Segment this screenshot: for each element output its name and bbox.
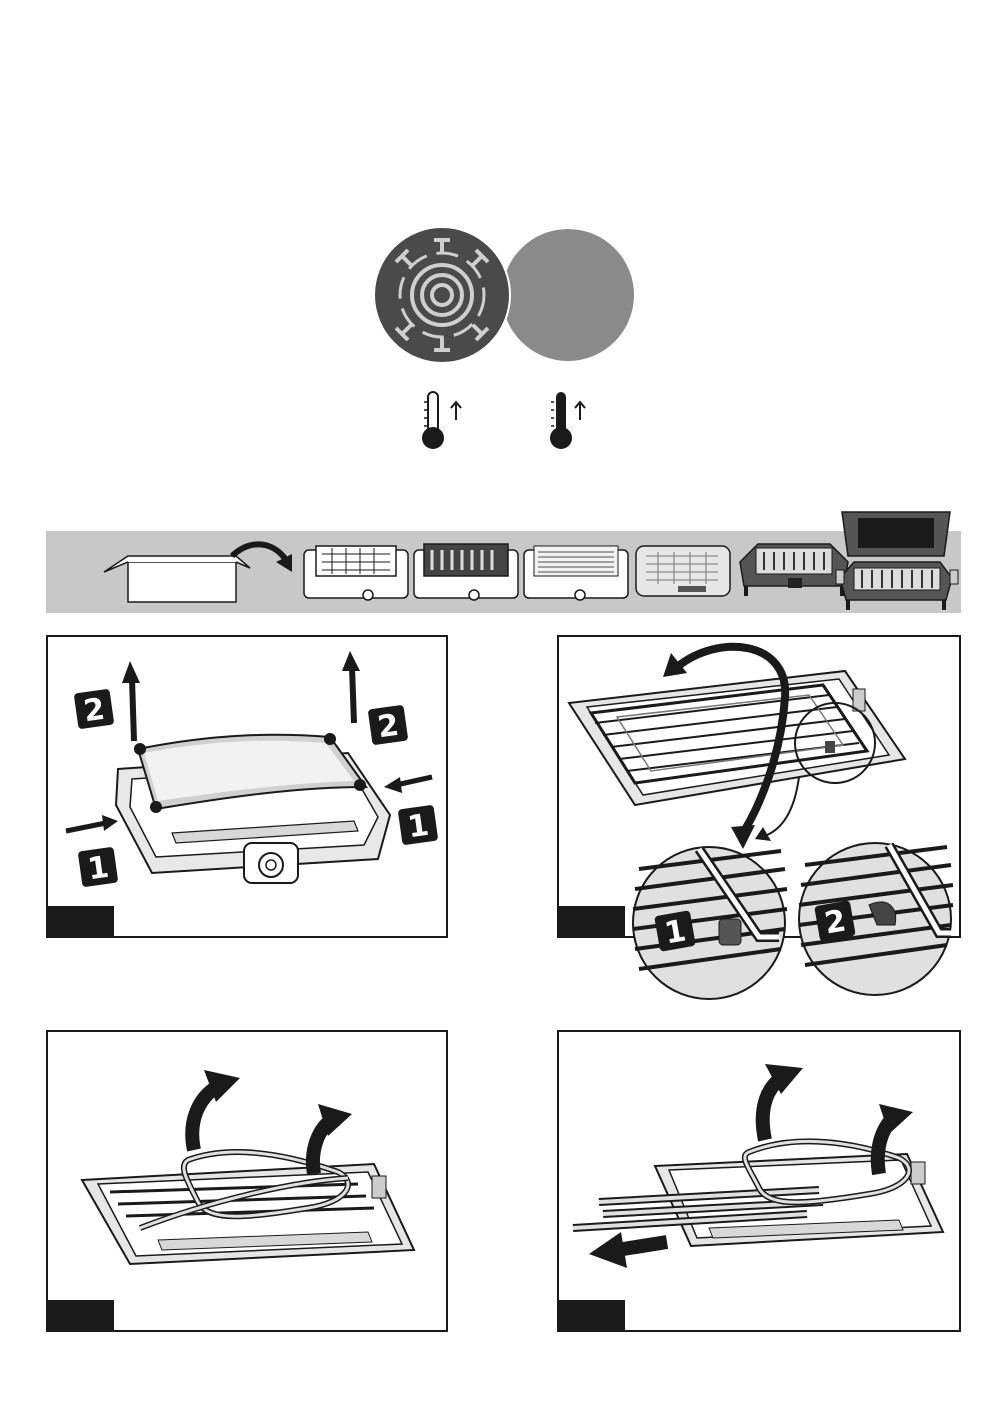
step-tab-4 bbox=[559, 1300, 625, 1330]
step-panel-1: 2 2 1 1 bbox=[46, 635, 448, 938]
thermometer-full-rising-icon bbox=[550, 392, 585, 449]
thermometer-rising-icon bbox=[422, 392, 461, 449]
grill-model-6 bbox=[836, 512, 958, 610]
step-panel-2: 1 2 bbox=[557, 635, 961, 938]
grill-model-5 bbox=[740, 544, 848, 596]
step-badge-2-right: 2 bbox=[368, 705, 409, 747]
panel-4-illustration bbox=[559, 1032, 963, 1334]
zoom-detail-1: 1 bbox=[633, 847, 787, 999]
panel-2-illustration: 1 2 bbox=[559, 637, 963, 1017]
step-tab-2 bbox=[559, 906, 625, 936]
plain-disc-icon bbox=[502, 229, 634, 361]
heating-element-icon bbox=[374, 227, 510, 363]
panel-3-illustration bbox=[48, 1032, 450, 1334]
models-strip-graphics bbox=[46, 500, 961, 615]
open-box-icon bbox=[104, 556, 250, 602]
step-tab-1 bbox=[48, 906, 114, 936]
step-panel-4 bbox=[557, 1030, 961, 1332]
grill-model-1 bbox=[304, 546, 408, 600]
lift-arrow-icon bbox=[122, 651, 360, 741]
zoom-detail-2: 2 bbox=[799, 843, 953, 995]
step-panel-3 bbox=[46, 1030, 448, 1332]
grill-model-4 bbox=[636, 546, 730, 596]
grill-model-3 bbox=[524, 546, 628, 600]
step-tab-3 bbox=[48, 1300, 114, 1330]
curved-arrow-right-icon bbox=[232, 544, 292, 572]
panel-1-illustration: 2 2 1 1 bbox=[48, 637, 450, 940]
heating-indicator-graphic bbox=[360, 220, 660, 460]
pull-arrow-icon bbox=[589, 1232, 667, 1268]
step-badge-1-right: 1 bbox=[398, 805, 439, 847]
lift-arrow-icon bbox=[192, 1070, 352, 1174]
step-badge-1-left: 1 bbox=[78, 847, 119, 889]
step-badge-2-left: 2 bbox=[74, 689, 115, 731]
grill-model-2 bbox=[414, 544, 518, 600]
